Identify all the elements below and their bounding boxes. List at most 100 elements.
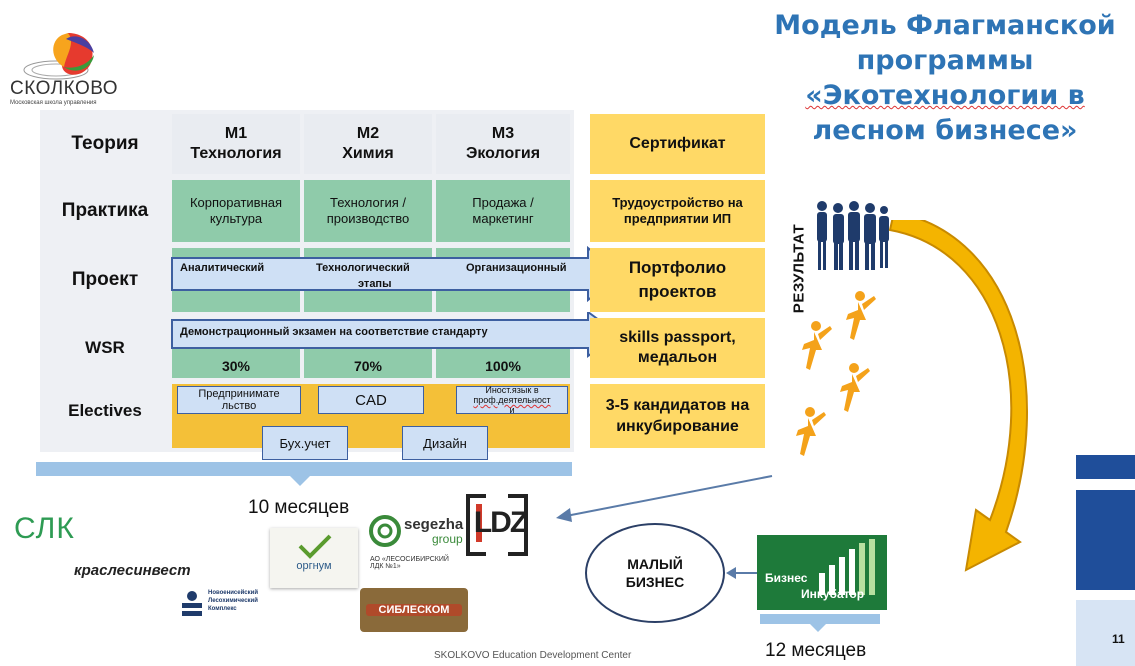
ldz-emblem-icon [466, 494, 528, 556]
segezha-group: group [432, 532, 463, 546]
footer-text: SKOLKOVO Education Development Center [434, 650, 632, 661]
module-code: М3 [491, 125, 515, 142]
ldz-text: LDZ [473, 506, 528, 539]
novoyeniseysk-line: Лесохимический [208, 598, 258, 604]
timeline-bar [36, 462, 572, 476]
title-line-4: лесном бизнесе» [812, 115, 1078, 146]
result-line: Трудоустройство на [612, 195, 743, 210]
title-line-3: «Экотехнологии в [805, 80, 1085, 111]
row-label-project: Проект [71, 269, 139, 290]
module-name: Химия [342, 145, 394, 162]
result-line: медальон [637, 349, 718, 366]
incubator-text-2: Инкубатор [801, 587, 865, 601]
wsr-cell-3: 100% [436, 346, 570, 378]
module-name: Экология [465, 145, 541, 162]
practice-cell-1: Корпоративная культура [172, 180, 300, 242]
module-code: М2 [356, 125, 380, 142]
partner-kraslesinvest-logo: краслесинвест [74, 562, 191, 579]
small-business-circle: МАЛЫЙ БИЗНЕС [585, 523, 725, 623]
practice-cell-3: Продажа / маркетинг [436, 180, 570, 242]
return-arrow-icon [556, 475, 773, 522]
decor-blue-bar [1076, 455, 1135, 479]
practice-cell-2: Технология / производство [304, 180, 432, 242]
row-label-practice: Практика [61, 200, 149, 221]
skolkovo-subtitle: Московская школа управления [10, 100, 97, 106]
skolkovo-name: СКОЛКОВО [10, 78, 119, 99]
duration-main: 10 месяцев [248, 497, 350, 518]
result-line: skills passport, [619, 329, 736, 346]
elective-line: Предпринимате [198, 388, 280, 400]
module-header-m3: М3 Экология [436, 114, 570, 174]
elective-foreign-language: Иност.язык в проф.деятельност и [456, 385, 568, 415]
timeline-pointer-icon [290, 476, 310, 486]
elective-accounting: Бух.учет [262, 426, 348, 460]
result-employment: Трудоустройство на предприятии ИП [590, 180, 765, 242]
small-business-line: БИЗНЕС [625, 574, 685, 590]
elective-design: Дизайн [402, 426, 488, 460]
title-line-2: программы [856, 45, 1034, 76]
row-label-wsr: WSR [85, 338, 125, 357]
elective-cad: CAD [318, 386, 424, 414]
incubator-pointer-icon [760, 614, 880, 624]
result-line: инкубирование [616, 418, 739, 435]
result-line: проектов [638, 282, 717, 301]
project-stage-note: этапы [358, 278, 392, 290]
novoyeniseysk-emblem-icon [182, 591, 202, 616]
result-side-label: РЕЗУЛЬТАТ [790, 223, 808, 314]
incubator-bars-icon [819, 539, 875, 595]
row-label-electives: Electives [68, 401, 142, 420]
elective-line: льство [221, 400, 257, 412]
project-stage-1: Аналитический [180, 262, 265, 274]
title-line-1: Модель Флагманской [774, 10, 1116, 41]
partner-slk-logo: СЛК [14, 512, 78, 552]
row-label-theory: Теория [71, 133, 139, 154]
module-header-m2: М2 Химия [304, 114, 432, 174]
elective-line: Иност.язык в [485, 385, 539, 395]
page-title: Модель Флагманской программы «Экотехноло… [760, 8, 1130, 148]
people-figure-icon [796, 407, 826, 456]
people-figure-icon [846, 291, 876, 340]
business-incubator-logo: Бизнес Инкубатор [757, 535, 887, 610]
partner-lesosib-logo: АО «ЛЕСОСИБИРСКИЙ ЛДК №1» [370, 556, 470, 586]
wsr-arrow-label: Демонстрационный экзамен на соответствие… [180, 326, 488, 338]
result-line: Портфолио [628, 258, 727, 277]
partner-ldz-logo: LDZ [462, 490, 532, 560]
sibleskom-text: СИБЛЕСКОМ [366, 604, 462, 616]
novoyeniseysk-line: Комплекс [208, 606, 237, 612]
elective-line: проф.деятельност [473, 395, 551, 405]
partner-orgnum-logo: оргнум [270, 528, 358, 588]
project-stage-2: Технологический [316, 262, 410, 274]
segezha-name: segezha [404, 516, 464, 533]
orgnum-check-icon [298, 534, 332, 559]
skolkovo-logo: СКОЛКОВО Московская школа управления [6, 25, 136, 110]
small-business-line: МАЛЫЙ [627, 556, 683, 572]
project-arrow [171, 246, 622, 303]
partner-sibleskom-logo: СИБЛЕСКОМ [360, 588, 468, 632]
novoyeniseysk-line: Новоенисейский [208, 590, 259, 596]
page-number: 11 [1112, 632, 1125, 646]
partner-segezha-logo: segezha group [368, 512, 468, 562]
people-figure-icon [840, 363, 870, 412]
result-certificate: Сертификат [590, 114, 765, 174]
people-figure-icon [802, 321, 832, 370]
result-portfolio: Портфолио проектов [590, 248, 765, 312]
duration-incubator: 12 месяцев [765, 640, 867, 661]
module-header-m1: М1 Технология [172, 114, 300, 174]
elective-entrepreneurship: Предпринимате льство [177, 386, 301, 414]
incubator-pointer-tip [810, 624, 826, 632]
decor-blue-bar [1076, 600, 1135, 666]
partner-novoyeniseysk-logo: Новоенисейский Лесохимический Комплекс [180, 588, 280, 624]
project-stage-3: Организационный [466, 262, 567, 274]
decor-blue-bar [1076, 490, 1135, 590]
wsr-cell-2: 70% [304, 346, 432, 378]
skolkovo-emblem-icon [23, 33, 94, 80]
orgnum-text: оргнум [296, 560, 332, 572]
segezha-emblem-icon [369, 515, 401, 547]
business-people-icon [817, 201, 889, 270]
curved-arrow-icon [888, 220, 1029, 572]
elective-line: и [509, 405, 515, 415]
result-candidates: 3-5 кандидатов на инкубирование [590, 384, 765, 448]
module-code: М1 [224, 125, 248, 142]
lesosib-line: АО «ЛЕСОСИБИРСКИЙ [370, 556, 449, 563]
wsr-cell-1: 30% [172, 346, 300, 378]
